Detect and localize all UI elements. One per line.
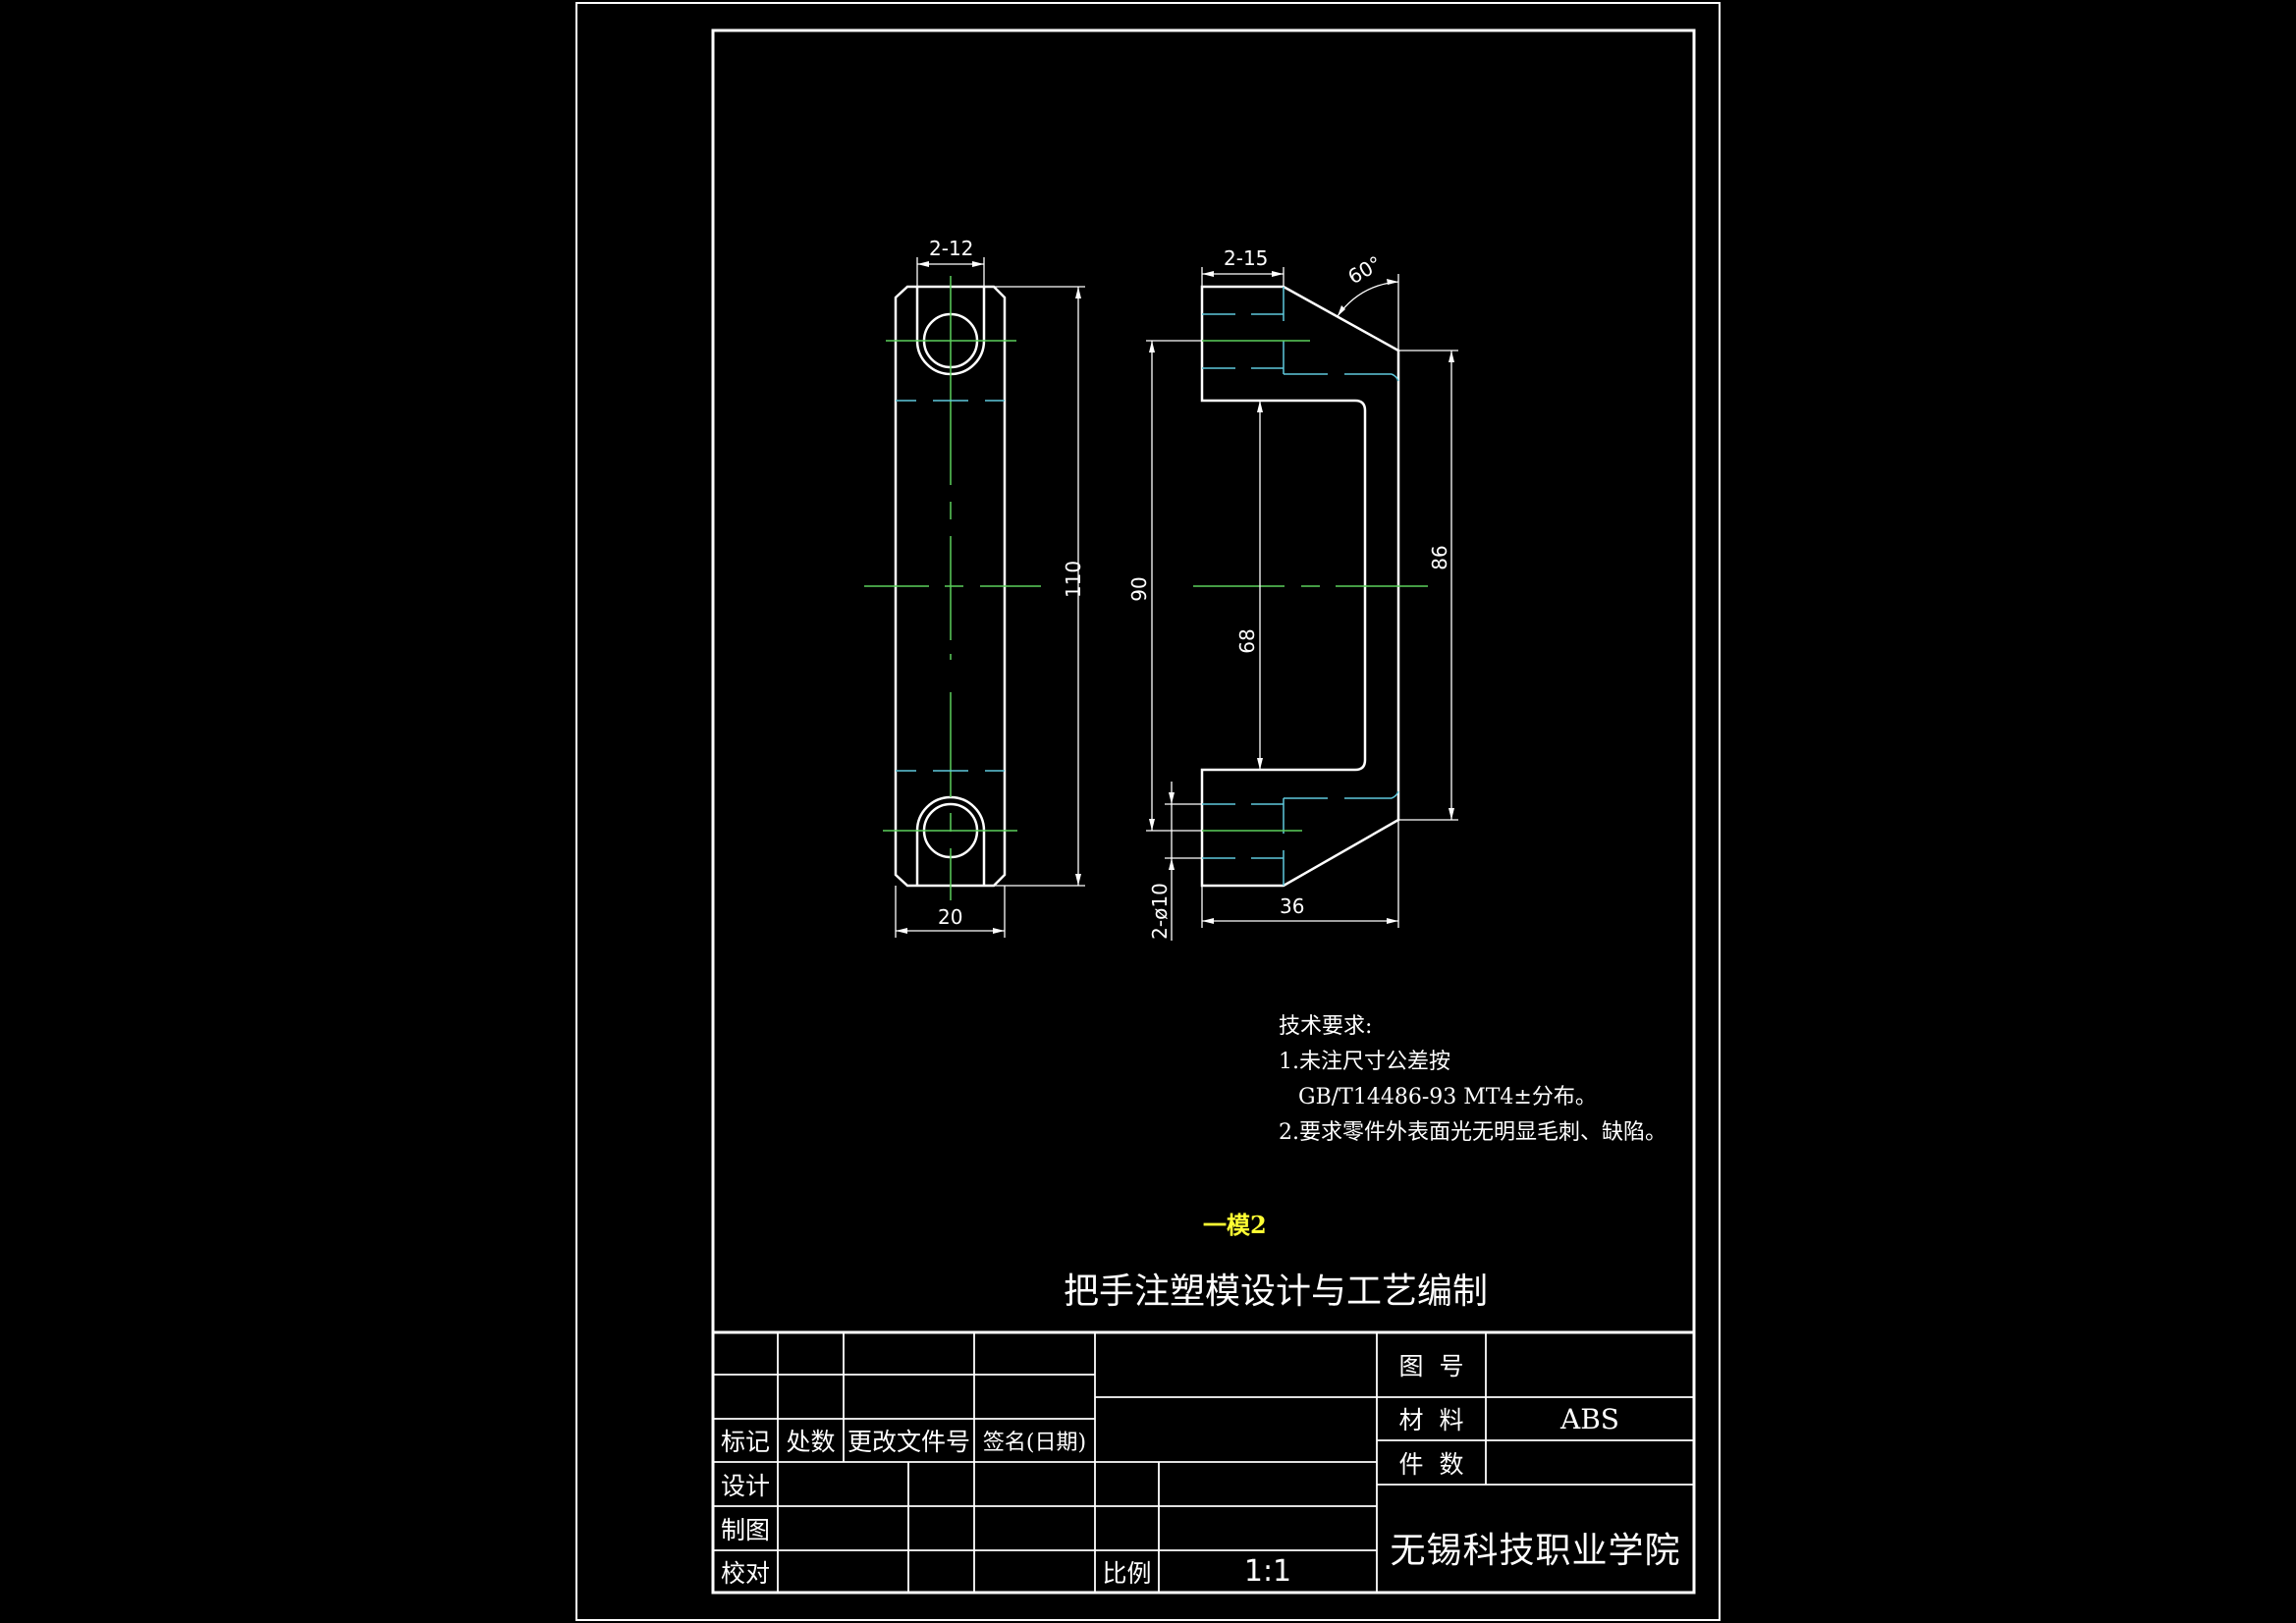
cavity-note: 一模2 xyxy=(1203,1211,1267,1239)
tb-material-label: 材 料 xyxy=(1398,1406,1464,1434)
dim-2-phi10: 2-ø10 xyxy=(1148,883,1172,940)
dim-68: 68 xyxy=(1235,628,1259,654)
tb-quantity-label: 件 数 xyxy=(1398,1449,1464,1479)
dim-36: 36 xyxy=(1280,894,1305,918)
outer-border xyxy=(575,2,1721,1621)
tb-check-label: 校对 xyxy=(720,1558,770,1588)
dim-90: 90 xyxy=(1127,576,1151,602)
tb-design-label: 设计 xyxy=(720,1471,770,1500)
front-view xyxy=(864,257,1085,938)
tech-req-heading: 技术要求: xyxy=(1279,1014,1373,1039)
tb-quantity-value xyxy=(1486,1440,1694,1485)
dim-86: 86 xyxy=(1428,545,1451,570)
drawing-title: 把手注塑模设计与工艺编制 xyxy=(1064,1271,1489,1312)
tech-req-item-1b: GB/T14486-93 MT4±分布。 xyxy=(1298,1085,1597,1109)
inner-border xyxy=(711,28,1696,1595)
tech-req-item-2: 2.要求零件外表面光无明显毛刺、缺陷。 xyxy=(1279,1120,1667,1145)
tb-drawing-no-label: 图 号 xyxy=(1398,1352,1464,1380)
tb-institution: 无锡科技职业学院 xyxy=(1390,1531,1681,1571)
tb-change-doc-header: 更改文件号 xyxy=(847,1428,970,1456)
tb-signature-header: 签名(日期) xyxy=(982,1431,1087,1455)
tb-scale-value: 1:1 xyxy=(1243,1554,1292,1589)
dim-2-12: 2-12 xyxy=(929,237,974,260)
tb-material-value: ABS xyxy=(1560,1402,1619,1435)
tb-drafting-label: 制图 xyxy=(720,1515,770,1544)
tech-req-item-1: 1.未注尺寸公差按 xyxy=(1279,1050,1450,1074)
tb-drawing-no-value xyxy=(1486,1332,1694,1397)
title-block-grid xyxy=(713,1330,1694,1593)
tb-count-header: 处数 xyxy=(786,1428,836,1456)
dim-20: 20 xyxy=(938,905,963,929)
side-view xyxy=(1146,267,1458,941)
drawing-frame xyxy=(575,2,1721,1621)
tb-scale-label: 比例 xyxy=(1102,1558,1152,1588)
dim-2-15: 2-15 xyxy=(1224,246,1269,270)
dim-110: 110 xyxy=(1062,560,1085,599)
tb-mark-header: 标记 xyxy=(720,1428,770,1456)
